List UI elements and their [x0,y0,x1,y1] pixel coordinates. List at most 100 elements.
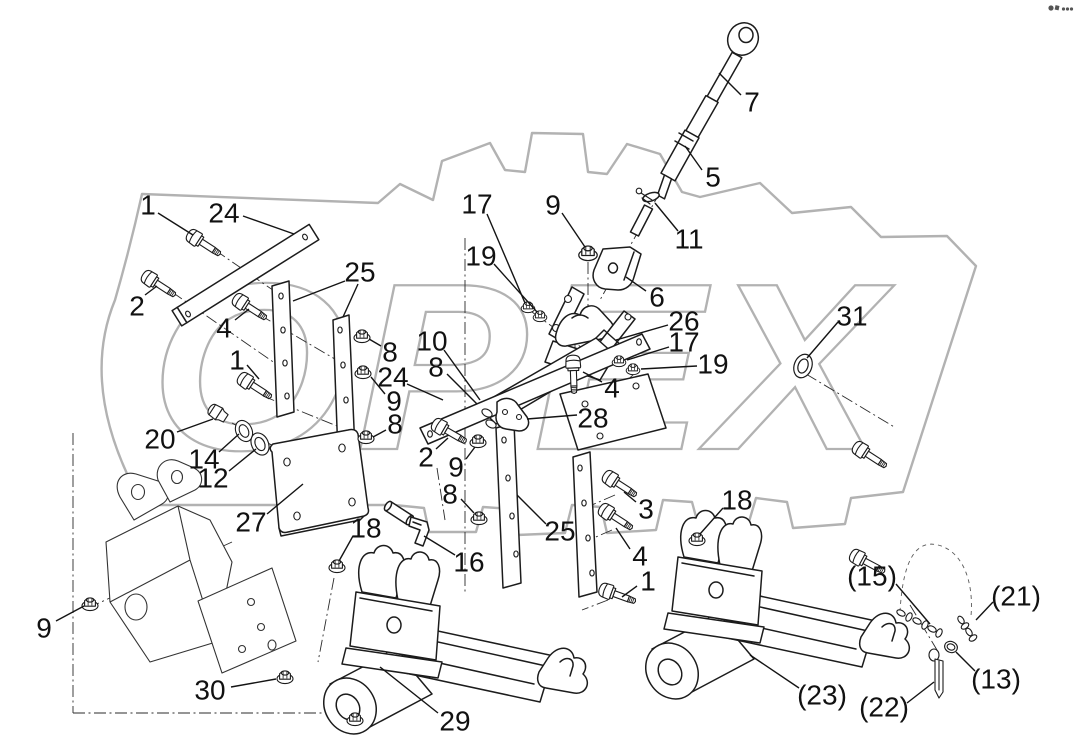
callout-label: 2 [129,291,145,322]
leader-line [626,346,670,361]
part-tractor-bracket [105,459,297,674]
leader-line [446,373,478,405]
leader-line [372,429,387,438]
leader-line [806,321,839,359]
callout-label: 2 [418,442,434,473]
callout-label: 28 [577,403,608,434]
callout-label: 12 [197,463,228,494]
leader-line [443,349,481,401]
callout-label: 8 [382,337,398,368]
callout-label: (22) [859,692,909,723]
callout-label: 9 [545,190,561,221]
callout-label: 5 [705,162,721,193]
callout-label: 16 [453,547,484,578]
callout-label: 1 [640,566,656,597]
leader-line [749,654,800,689]
leader-line [55,605,85,622]
part-pin-16 [383,500,430,547]
callout-label: 3 [638,494,654,525]
callout-label: 1 [229,345,245,376]
chain-21 [957,615,978,642]
callout-label: 31 [836,301,867,332]
callout-label: 24 [377,362,408,393]
leader-line [246,364,260,380]
leader-line [493,263,538,313]
flange-nut-8c [470,511,488,526]
brand-mark-icon [1048,5,1074,11]
callout-label: 17 [461,189,492,220]
callout-label: 18 [350,513,381,544]
leader-line [718,72,742,96]
callout-label: 20 [144,424,175,455]
leader-line [176,418,214,433]
part-support-arm-right [644,509,911,700]
leader-line [435,437,449,450]
callout-label: 8 [387,409,403,440]
callout-label: (15) [847,561,897,592]
leader-line [157,212,194,236]
leader-line [228,448,257,472]
leader-line [368,338,382,347]
callout-label: 9 [448,452,464,483]
leader-line [516,494,547,525]
callout-label: 25 [344,257,375,288]
leader-line [266,483,304,515]
callout-label: 10 [416,326,447,357]
callout-label: (23) [797,680,847,711]
callout-label: 9 [386,386,402,417]
flange-nut-18a [328,559,346,574]
callout-label: 26 [668,306,699,337]
leader-line [234,308,250,321]
leader-line [486,213,526,304]
callout-label: 19 [697,349,728,380]
leader-line [654,202,679,232]
flange-nut-30 [276,670,294,685]
callout-label: 24 [208,198,239,229]
leader-line [218,433,240,453]
callout-label: 9 [36,613,52,644]
leader-line [526,414,578,420]
callout-label: (13) [971,664,1021,695]
leader-line [465,446,476,460]
leader-line [460,498,475,514]
part-top-link [629,22,760,237]
bolt-4c [595,500,637,536]
callout-label: 8 [428,352,444,383]
leader-line [906,681,935,704]
leader-line [615,324,669,341]
leader-line [615,527,631,550]
ring-13 [944,640,958,654]
leader-line [955,651,976,672]
arm-geometry [322,544,589,735]
leader-line [625,276,647,292]
callout-label: 14 [188,444,219,475]
callout-label: 27 [235,507,266,538]
leader-line [342,283,359,318]
part-clamp-plate-27 [269,428,370,537]
callout-label: 7 [744,87,760,118]
leader-line [242,215,295,235]
leader-line [699,507,724,535]
callout-label: 4 [604,373,620,404]
callout-label: 11 [674,224,703,255]
leader-line [406,383,444,401]
bolt-1c [596,580,639,609]
leader-line [621,585,638,598]
leader-line [423,535,456,556]
leader-line [623,491,637,503]
callout-label: 30 [194,675,225,706]
part-bent-strap-28 [481,397,530,432]
leader-line [684,145,703,171]
callout-label: 19 [465,241,496,272]
leader-line [640,365,698,370]
part-support-arm-left [322,544,589,735]
flange-nut-9-bottom [81,597,99,612]
leader-line [561,212,586,248]
leader-line [292,280,346,302]
callout-label: (21) [991,581,1041,612]
leader-line [379,666,439,714]
linch-pin-22 [928,648,944,699]
callout-label: 4 [216,313,232,344]
